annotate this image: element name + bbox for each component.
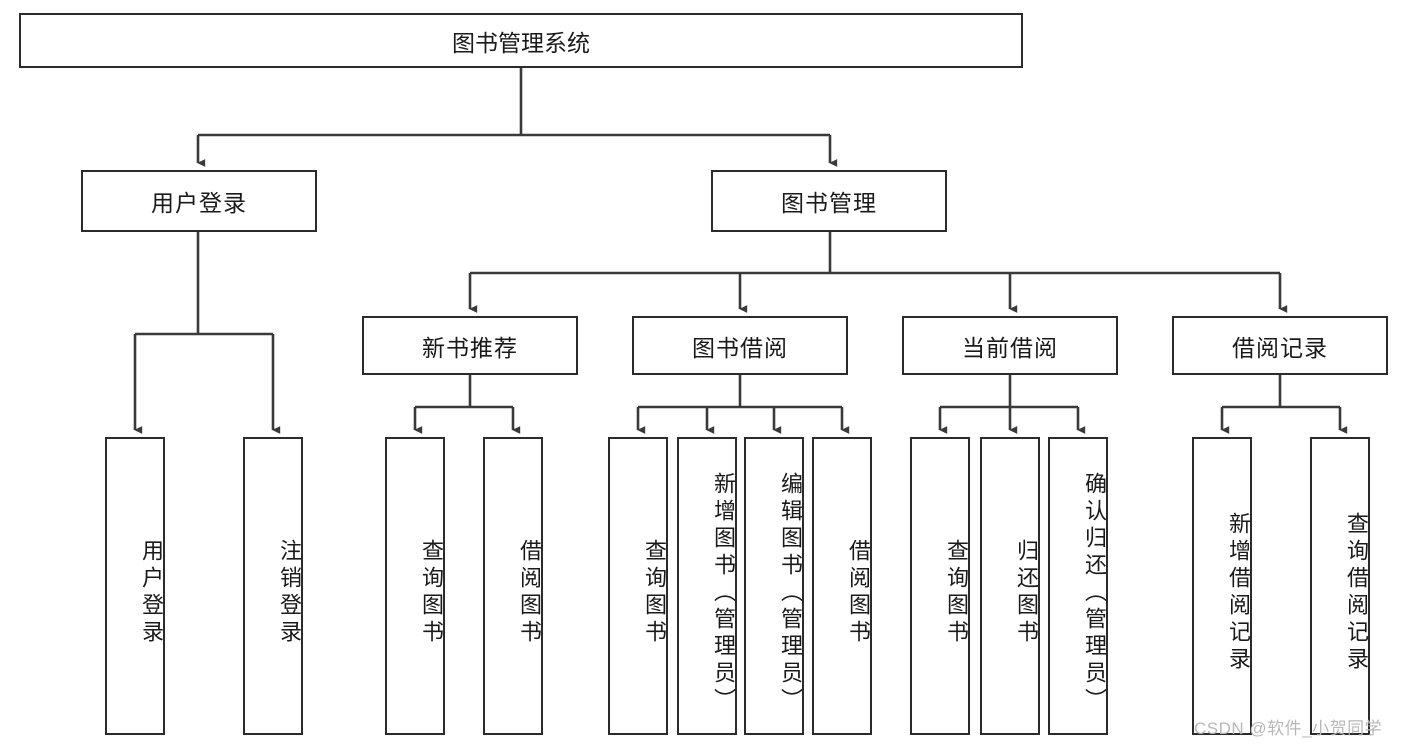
- node-label: 用户登录: [139, 539, 164, 647]
- node-label: 图书管理系统: [452, 29, 590, 56]
- watermark: CSDN @软件_小贺同学: [1194, 719, 1383, 738]
- node-leaf-confirm-return-admin[interactable]: 确认归还（管理员）: [1048, 437, 1108, 735]
- node-label: 查询借阅记录: [1344, 512, 1369, 674]
- node-leaf-borrow-book[interactable]: 借阅图书: [812, 437, 872, 735]
- node-borrow-record[interactable]: 借阅记录: [1172, 316, 1388, 375]
- node-new-book-recommend[interactable]: 新书推荐: [362, 316, 578, 375]
- node-leaf-add-book-admin[interactable]: 新增图书（管理员）: [677, 437, 737, 735]
- node-label: 图书借阅: [692, 334, 788, 361]
- node-root-library-system[interactable]: 图书管理系统: [19, 13, 1023, 68]
- node-leaf-borrow-book-newbook[interactable]: 借阅图书: [483, 437, 543, 735]
- node-current-borrow[interactable]: 当前借阅: [902, 316, 1118, 375]
- node-leaf-query-borrow-record[interactable]: 查询借阅记录: [1310, 437, 1370, 735]
- node-user-login[interactable]: 用户登录: [81, 170, 317, 232]
- node-label: 注销登录: [277, 539, 302, 647]
- node-book-management[interactable]: 图书管理: [711, 170, 947, 232]
- node-label: 编辑图书（管理员）: [778, 471, 803, 715]
- node-label: 当前借阅: [962, 334, 1058, 361]
- node-leaf-query-book-current[interactable]: 查询图书: [910, 437, 970, 735]
- node-label: 查询图书: [419, 539, 444, 647]
- node-label: 归还图书: [1014, 539, 1039, 647]
- node-book-borrow[interactable]: 图书借阅: [632, 316, 848, 375]
- node-label: 新书推荐: [422, 334, 518, 361]
- node-label: 新增借阅记录: [1226, 512, 1251, 674]
- node-label: 借阅图书: [846, 539, 871, 647]
- node-label: 确认归还（管理员）: [1082, 471, 1107, 715]
- node-leaf-add-borrow-record[interactable]: 新增借阅记录: [1192, 437, 1252, 735]
- node-label: 新增图书（管理员）: [711, 471, 736, 715]
- node-label: 借阅记录: [1232, 334, 1328, 361]
- node-leaf-user-login[interactable]: 用户登录: [105, 437, 165, 735]
- node-label: 查询图书: [944, 539, 969, 647]
- node-label: 查询图书: [642, 539, 667, 647]
- node-leaf-query-book-newbook[interactable]: 查询图书: [385, 437, 445, 735]
- node-leaf-edit-book-admin[interactable]: 编辑图书（管理员）: [744, 437, 804, 735]
- node-label: 图书管理: [781, 190, 877, 216]
- node-leaf-return-book[interactable]: 归还图书: [980, 437, 1040, 735]
- node-label: 借阅图书: [517, 539, 542, 647]
- node-leaf-logout[interactable]: 注销登录: [243, 437, 303, 735]
- node-label: 用户登录: [151, 190, 247, 216]
- node-leaf-query-book-borrow[interactable]: 查询图书: [608, 437, 668, 735]
